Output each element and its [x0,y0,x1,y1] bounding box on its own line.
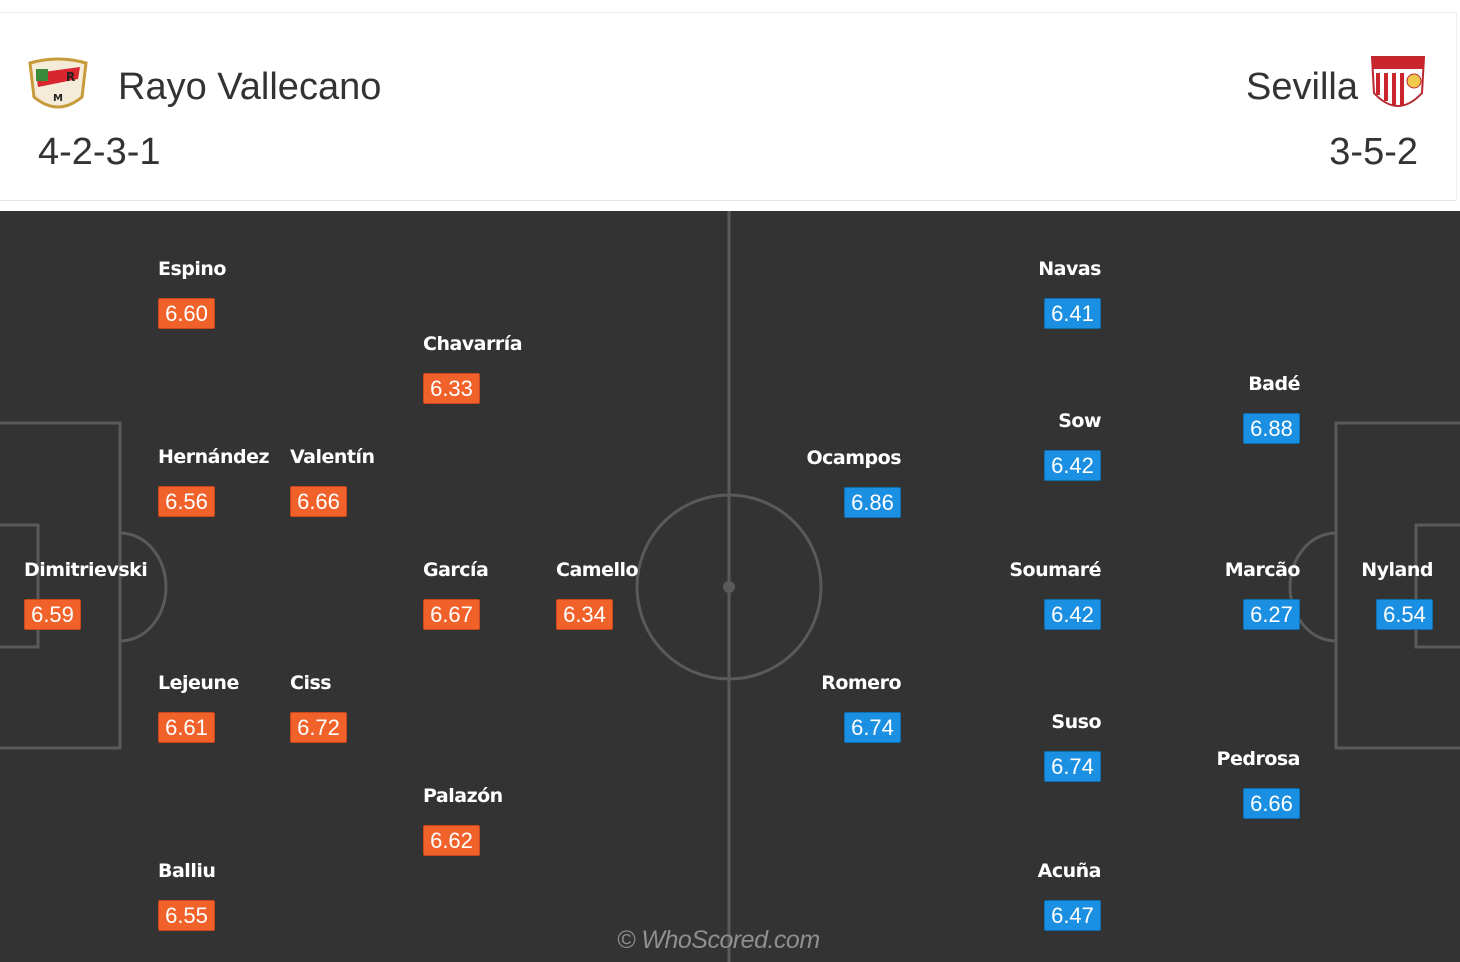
player-name[interactable]: Ocampos [806,447,902,469]
player-name[interactable]: Camello [556,559,639,581]
svg-text:M: M [53,93,63,104]
player-name[interactable]: Chavarría [423,333,523,355]
player-name[interactable]: Romero [821,672,901,694]
svg-text:R: R [66,70,75,84]
player-rating-badge: 6.61 [158,712,215,743]
player-rating-badge: 6.42 [1044,450,1101,481]
pitch [0,211,1460,962]
player-rating-badge: 6.33 [423,373,480,404]
player-rating-badge: 6.41 [1044,298,1101,329]
player-rating-badge: 6.60 [158,298,215,329]
away-formation: 3-5-2 [1329,131,1418,173]
player-name[interactable]: García [423,559,489,581]
player-rating-badge: 6.66 [290,486,347,517]
player-rating-badge: 6.72 [290,712,347,743]
player-rating-badge: 6.55 [158,900,215,931]
player-name[interactable]: Palazón [423,785,503,807]
player-rating-badge: 6.42 [1044,599,1101,630]
sevilla-crest-icon [1370,56,1426,107]
player-name[interactable]: Soumaré [1009,559,1101,581]
player-rating-badge: 6.27 [1243,599,1300,630]
player-name[interactable]: Pedrosa [1216,748,1301,770]
home-team-name[interactable]: Rayo Vallecano [118,66,382,108]
player-rating-badge: 6.74 [844,712,901,743]
player-name[interactable]: Lejeune [158,672,239,694]
player-name[interactable]: Nyland [1361,559,1433,581]
player-rating-badge: 6.56 [158,486,215,517]
away-team-name[interactable]: Sevilla [1246,66,1358,108]
player-name[interactable]: Sow [1058,410,1101,432]
match-header: R M Rayo Vallecano 4-2-3-1 Sevilla 3-5-2 [0,12,1457,201]
player-rating-badge: 6.54 [1376,599,1433,630]
player-name[interactable]: Ciss [290,672,332,694]
player-name[interactable]: Balliu [158,860,216,882]
player-name[interactable]: Espino [158,258,226,280]
player-rating-badge: 6.88 [1243,413,1300,444]
player-rating-badge: 6.74 [1044,751,1101,782]
player-rating-badge: 6.66 [1243,788,1300,819]
player-rating-badge: 6.59 [24,599,81,630]
player-name[interactable]: Hernández [158,446,270,468]
whoscored-watermark: © WhoScored.com [617,926,820,954]
player-rating-badge: 6.62 [423,825,480,856]
player-name[interactable]: Marcão [1224,559,1301,581]
rayo-vallecano-crest-icon: R M [28,57,88,109]
player-name[interactable]: Valentín [290,446,375,468]
player-name[interactable]: Acuña [1037,860,1102,882]
player-name[interactable]: Navas [1038,258,1101,280]
home-formation: 4-2-3-1 [38,131,161,173]
player-rating-badge: 6.67 [423,599,480,630]
player-name[interactable]: Dimitrievski [24,559,148,581]
player-rating-badge: 6.34 [556,599,613,630]
player-name[interactable]: Badé [1248,373,1300,395]
player-name[interactable]: Suso [1051,711,1101,733]
player-rating-badge: 6.86 [844,487,901,518]
pitch-lines [0,211,1460,962]
player-rating-badge: 6.47 [1044,900,1101,931]
